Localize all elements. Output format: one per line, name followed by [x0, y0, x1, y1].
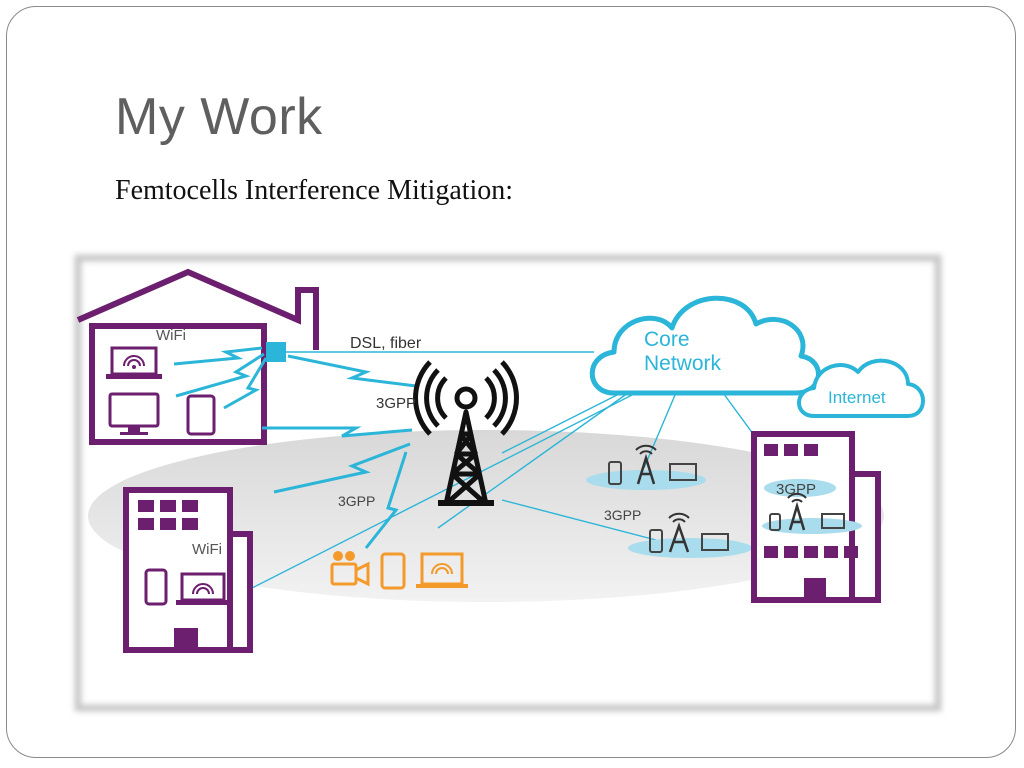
core-network-label: Core: [644, 328, 690, 351]
laptop-icon: [176, 572, 230, 605]
femtocell-diagram: Core Network Internet DSL, fiber WiFi: [74, 254, 942, 712]
small-tower-icon: [668, 522, 690, 553]
small-tower-icon: [788, 501, 806, 531]
core-network-label: Network: [644, 352, 722, 375]
dsl-fiber-label: DSL, fiber: [350, 335, 422, 352]
small-tower-icon: [636, 453, 656, 485]
internet-cloud: Internet: [797, 358, 925, 418]
left-building: WiFi: [123, 487, 253, 653]
right-3gpp-label: 3GPP: [776, 481, 816, 498]
page-title: My Work: [115, 88, 323, 146]
femtocell-box-icon: [266, 342, 286, 362]
phone-icon: [649, 529, 663, 553]
monitor-icon: [108, 392, 160, 435]
cell-tower-icon: [413, 360, 519, 506]
page-subtitle: Femtocells Interference Mitigation:: [115, 175, 514, 206]
building-wifi-label: WiFi: [192, 541, 222, 558]
house-wifi-label: WiFi: [156, 327, 186, 344]
tablet-icon: [186, 394, 216, 436]
left-3gpp-label: 3GPP: [338, 493, 375, 509]
internet-label: Internet: [828, 388, 886, 407]
phone-icon: [769, 513, 781, 531]
3gpp-signal-bolts: [262, 354, 417, 549]
laptop-icon: [821, 513, 845, 529]
small-cell-group-lower: [628, 512, 752, 558]
tower-3gpp-label: 3GPP: [376, 395, 416, 412]
wifi-signal-bolts: [173, 346, 268, 410]
right-building: 3GPP: [751, 431, 881, 603]
phone-icon: [380, 552, 406, 590]
core-network-cloud: Core Network: [589, 295, 821, 396]
orange-devices: [330, 551, 468, 590]
diagram-frame: [74, 254, 942, 712]
laptop-icon: [106, 346, 162, 379]
laptop-icon: [701, 533, 729, 551]
laptop-icon: [669, 463, 697, 481]
house: WiFi: [76, 268, 319, 445]
video-camera-icon: [330, 562, 358, 586]
small-cell-group-upper: [586, 444, 706, 490]
phone-icon: [144, 568, 168, 606]
phone-icon: [608, 461, 622, 485]
mid-3gpp-label: 3GPP: [604, 507, 641, 523]
